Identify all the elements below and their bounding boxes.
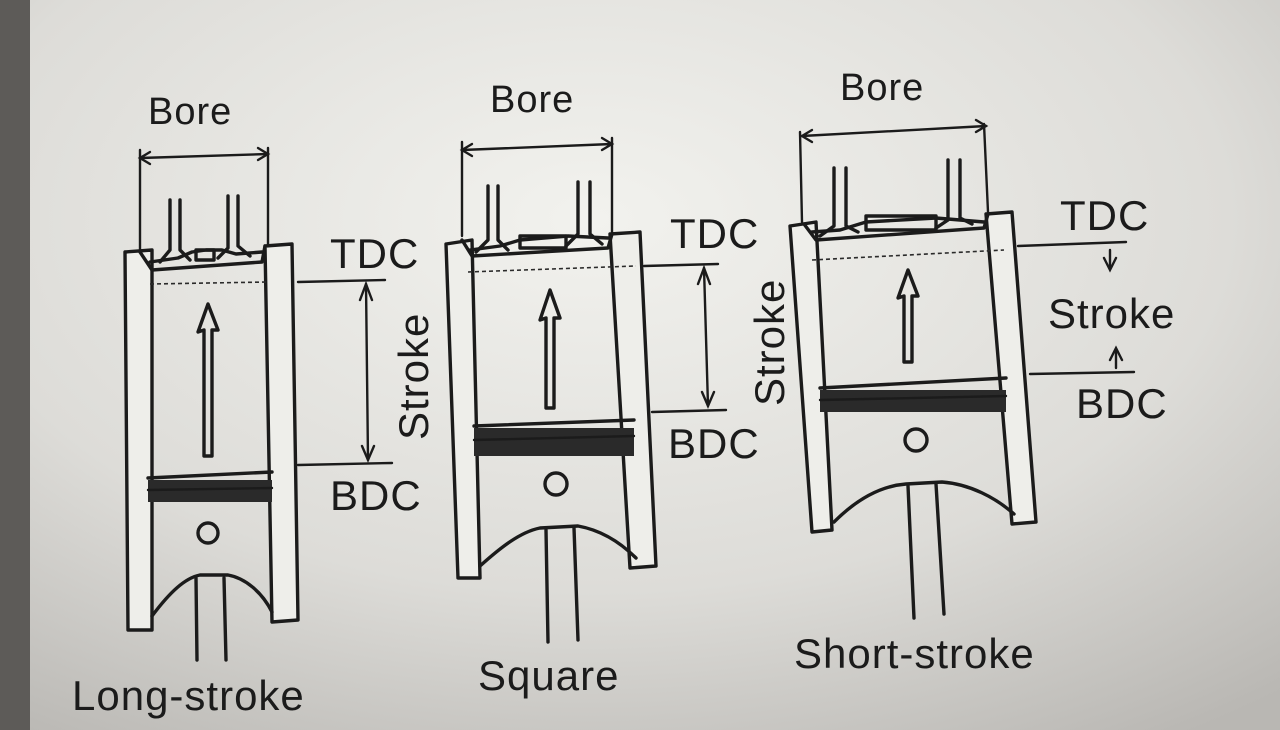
long-stroke-caption: Long-stroke	[72, 672, 305, 719]
cylinder-wall-right	[984, 210, 1038, 526]
square-engine: Bore TDC BDC Stroke Square	[444, 79, 793, 699]
bdc-label: BDC	[1076, 380, 1168, 427]
cylinder-wall-left	[123, 248, 154, 632]
bore-label: Bore	[148, 91, 232, 133]
tdc-label: TDC	[670, 210, 759, 257]
cylinder-wall-right	[608, 230, 658, 570]
paper-background	[28, 0, 1280, 730]
stroke-label: Stroke	[1048, 290, 1175, 337]
short-stroke-caption: Short-stroke	[794, 630, 1035, 677]
bore-label: Bore	[490, 79, 574, 121]
bore-label: Bore	[840, 67, 924, 109]
tdc-label: TDC	[1060, 192, 1149, 239]
photo-edge-left	[0, 0, 30, 730]
long-stroke-engine: Bore TDC BDC Stroke Long-stroke	[72, 91, 437, 719]
short-stroke-engine: Bore TDC Stroke BDC Short-stroke	[788, 67, 1175, 677]
bdc-label: BDC	[668, 420, 760, 467]
stroke-label: Stroke	[746, 279, 793, 406]
tdc-label: TDC	[330, 230, 419, 277]
square-caption: Square	[478, 652, 619, 699]
bdc-label: BDC	[330, 472, 422, 519]
cylinder-wall-right	[263, 242, 300, 624]
stroke-label: Stroke	[390, 313, 437, 440]
cylinder-wall-left	[788, 220, 834, 534]
